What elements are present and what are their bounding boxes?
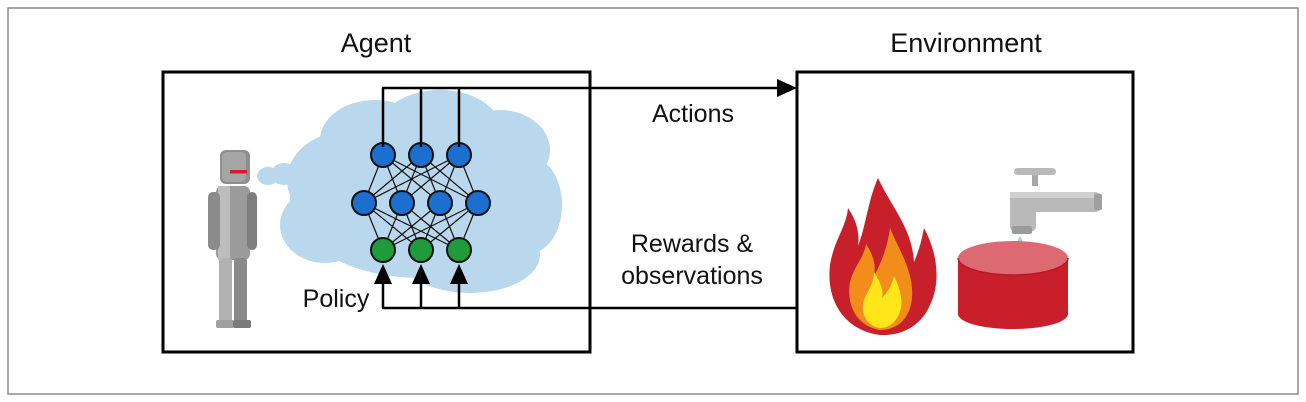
network-edge <box>363 154 460 204</box>
network-nodes <box>351 142 491 263</box>
input-neuron <box>446 237 472 263</box>
neuron <box>351 190 377 216</box>
observations-label: observations <box>621 262 763 290</box>
feedback-connector <box>381 282 797 310</box>
neuron <box>465 190 491 216</box>
faucet-icon <box>1010 168 1102 252</box>
feedback-arrowheads <box>374 264 468 284</box>
policy-label: Policy <box>303 285 370 313</box>
agent-box: Policy <box>161 70 592 354</box>
outer-frame <box>7 7 1299 395</box>
neuron <box>427 190 453 216</box>
actions-label: Actions <box>652 100 734 128</box>
thought-bubble-icon <box>257 163 297 185</box>
environment-title: Environment <box>890 28 1042 58</box>
actions-arrowhead <box>777 79 797 97</box>
rewards-label: Rewards & <box>631 230 754 258</box>
environment-box <box>795 70 1135 354</box>
neuron <box>389 190 415 216</box>
agent-title: Agent <box>341 28 412 58</box>
bucket-icon <box>957 241 1069 329</box>
actions-connector <box>381 84 791 147</box>
neural-network-icon <box>351 142 491 263</box>
fire-icon <box>829 178 937 336</box>
robot-icon <box>208 150 257 328</box>
network-edge <box>382 202 479 251</box>
input-neuron <box>408 237 434 263</box>
input-neuron <box>370 237 396 263</box>
